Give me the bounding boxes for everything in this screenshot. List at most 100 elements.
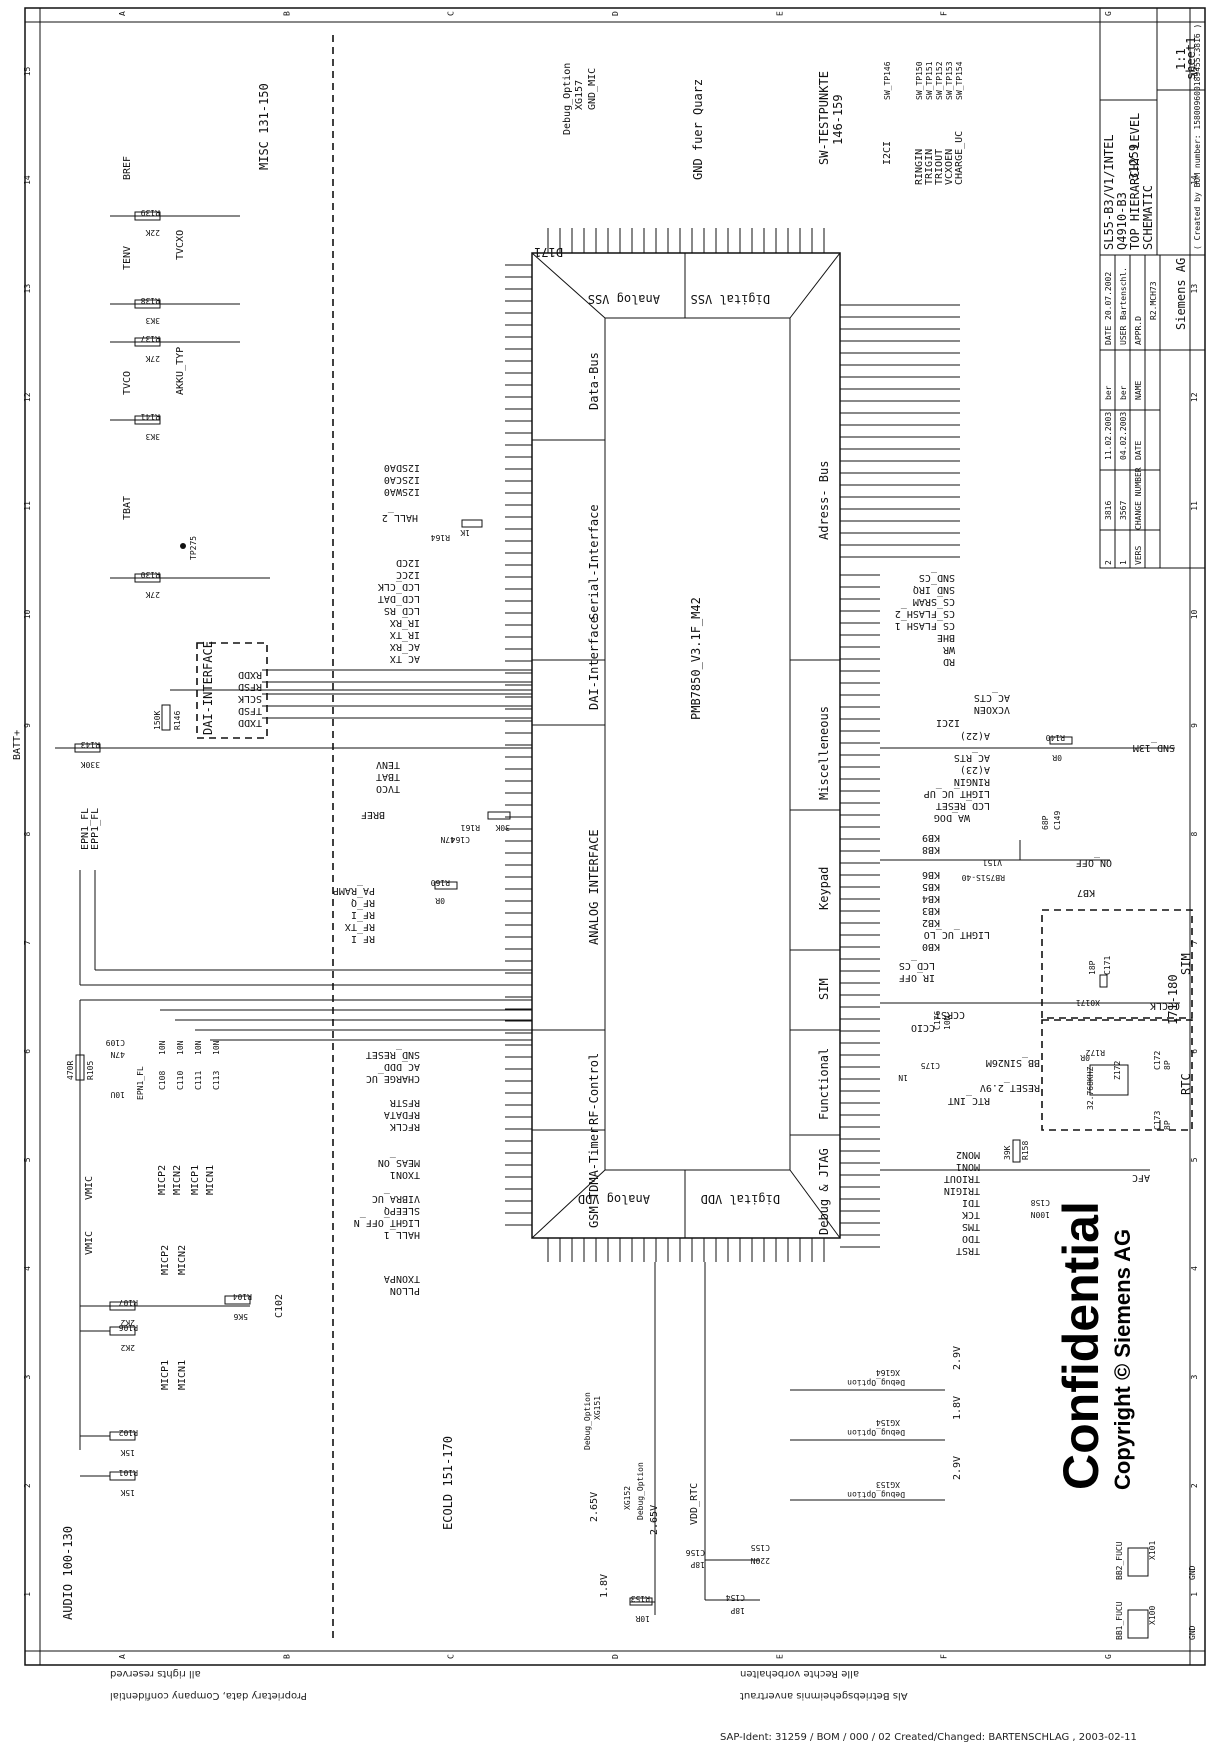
title-date-label: DATE (1104, 326, 1113, 345)
c149-ref: C149 (1053, 811, 1062, 830)
xg164-label: XG164 (876, 1368, 900, 1377)
title-sheet: sheet1 (1184, 37, 1198, 80)
rev-name-1: ber (1119, 385, 1128, 400)
sim-signals: LCD_CS IR_OFF CCCLK CCRST CCIO (899, 960, 1180, 1033)
r161-val: 30K (495, 823, 510, 832)
sig-tck: TCK (962, 1209, 980, 1220)
sig-ccrst: CCRST (935, 1009, 965, 1020)
grid-col-E: E (775, 1654, 784, 1659)
micp2-b: MICP2 (160, 1245, 171, 1275)
audio-components: R107 2K2 R106 2K2 R102 15K R101 15K R104… (66, 1038, 252, 1497)
block-address: Adress- Bus (817, 461, 831, 540)
sig-rf-q: RF_Q (351, 897, 375, 908)
footer-left-2: all rights reserved (110, 1668, 201, 1679)
title-part: Q4910-B3 (1115, 192, 1129, 250)
power-labels: BATT+ VMIC VMIC 2.9V 1.8V 2.9V 2.65V 2.6… (12, 730, 963, 1598)
sig-rfsd: RFSD (238, 681, 262, 692)
r164-val: 1K (460, 528, 470, 537)
r106-val: 2K2 (120, 1343, 135, 1352)
rev-date-2: 11.02.2003 (1104, 412, 1113, 460)
grid-row-13: 13 (1190, 284, 1199, 294)
sig-trigin: TRIGIN (944, 1185, 980, 1196)
rev-change-1: 3567 (1119, 501, 1128, 520)
c155-val: 220N (751, 1556, 770, 1565)
epn1-fl: EPN1_FL (80, 808, 91, 850)
bb2-fucu: BB2_FUCU (1115, 1541, 1124, 1580)
block-sim: SIM (817, 978, 831, 1000)
r140-val: 0R (1052, 753, 1062, 762)
serial-signals: I2SDA0 I2SCA0 I2SWA0 HALL_2 I2CD I2CC LC… (378, 462, 420, 664)
c108-val: 10N (158, 1040, 167, 1055)
gnd-mic-top: GND_MIC (587, 68, 598, 110)
sig-ccclk: CCCLK (1150, 1000, 1180, 1011)
sig-kb4: KB4 (922, 893, 940, 904)
bref-top: BREF (122, 156, 133, 180)
r102-ref: R102 (119, 1428, 138, 1437)
c149-val: 68P (1041, 815, 1050, 830)
audio-section-label: AUDIO 100-130 (61, 1526, 75, 1620)
grid-col-F: F (940, 11, 949, 16)
r146-val: 150K (153, 711, 162, 730)
sig-snd-irq: SND_IRQ (913, 584, 955, 595)
r104-val: 5K6 (233, 1312, 248, 1321)
grid-col-C: C (447, 1654, 456, 1659)
title-block: SL55-B3/V1/INTEL Q4910-B3 TOP HIERARCHY … (1099, 7, 1206, 569)
r141-ref: R141 (141, 412, 160, 421)
r137-val: 27K (145, 354, 160, 363)
block-analog-vss: Analog VSS (588, 292, 660, 306)
grid-row-10: 10 (1190, 609, 1199, 619)
gsm-signals: MEAS_ON TXON1 VIBRA_UC SLEEPQ LIGHT_OFF_… (354, 1157, 420, 1296)
grid-row-12: 12 (1190, 392, 1199, 402)
title-user: Bartenschl. (1119, 267, 1128, 320)
sig-i2cd: I2CD (396, 557, 420, 568)
title-level: TOP HIERARCHY LEVEL (1128, 113, 1142, 250)
sig-ringin-r: RINGIN (954, 776, 990, 787)
v151-val: RB751S-40 (961, 873, 1005, 882)
grid-row-5: 5 (23, 1157, 32, 1162)
rf-signals: SND_RESET AC_DDD CHARGE_UC RFSTR RFDATA … (366, 1049, 420, 1132)
grid-col-A: A (118, 11, 127, 16)
sig-tdi: TDI (962, 1197, 980, 1208)
sim-box (1041, 909, 1193, 1019)
xg153-debug: Debug_Option (847, 1490, 905, 1499)
top-labels: Debug_Option XG157 GND_MIC I2CI RINGIN T… (562, 61, 965, 185)
grid-row-4: 4 (1190, 1266, 1199, 1271)
micp1: MICP1 (190, 1165, 201, 1195)
sig-vibra-uc: VIBRA_UC (372, 1193, 420, 1204)
sig-hall2: HALL_2 (382, 512, 418, 523)
tp-trigin: TRIGIN (924, 149, 935, 185)
tp-charge-uc: CHARGE_UC (954, 131, 965, 185)
v18-label: 1.8V (952, 1396, 963, 1420)
r130-val: 27K (145, 590, 160, 599)
sig-afc: AFC (1132, 1172, 1150, 1183)
sig-bhe: BHE (937, 632, 955, 643)
xg154-debug: Debug_Option (847, 1428, 905, 1437)
c111-ref: C111 (194, 1071, 203, 1090)
sig-tvco: TVCO (376, 783, 400, 794)
sig-kb8: KB8 (922, 844, 940, 855)
sig-cs-flash2: CS_FLASH_2 (895, 608, 955, 619)
sig-ac-rx: AC_RX (390, 641, 420, 652)
c172-ref: C172 (1153, 1051, 1162, 1070)
r172-ref: R172 (1086, 1048, 1105, 1057)
copyright-stamp: Copyright © Siemens AG (1110, 1229, 1135, 1490)
r146-ref: R146 (173, 711, 182, 730)
block-debug: Debug & JTAG (817, 1148, 831, 1235)
micp2: MICP2 (157, 1165, 168, 1195)
v29-label: 2.9V (952, 1346, 963, 1370)
grid-row-8: 8 (1190, 832, 1199, 837)
chip-part-label: PMB7850_V3.1F_M42 (689, 597, 703, 720)
v18-label-2: 1.8V (599, 1574, 610, 1598)
gnd-quarz-label: GND fuer Quarz (691, 79, 705, 180)
sig-ir-rx: IR_RX (390, 617, 420, 628)
tp-triout: TRIOUT (934, 149, 945, 185)
sig-lcd-dat: LCD_DAT (378, 593, 420, 604)
tvcxo-top: TVCXO (175, 230, 186, 260)
sw-test-label: SW-TESTPUNKTE (817, 71, 831, 165)
sig-snd-13m: SND_13M (1133, 742, 1175, 753)
footer-sap: SAP-Ident: 31259 / BOM / 000 / 02 Create… (720, 1732, 1137, 1743)
sig-rfstr: RFSTR (389, 1097, 420, 1108)
title-user-label: USER (1119, 326, 1128, 345)
sig-a23: A(23) (960, 764, 990, 775)
